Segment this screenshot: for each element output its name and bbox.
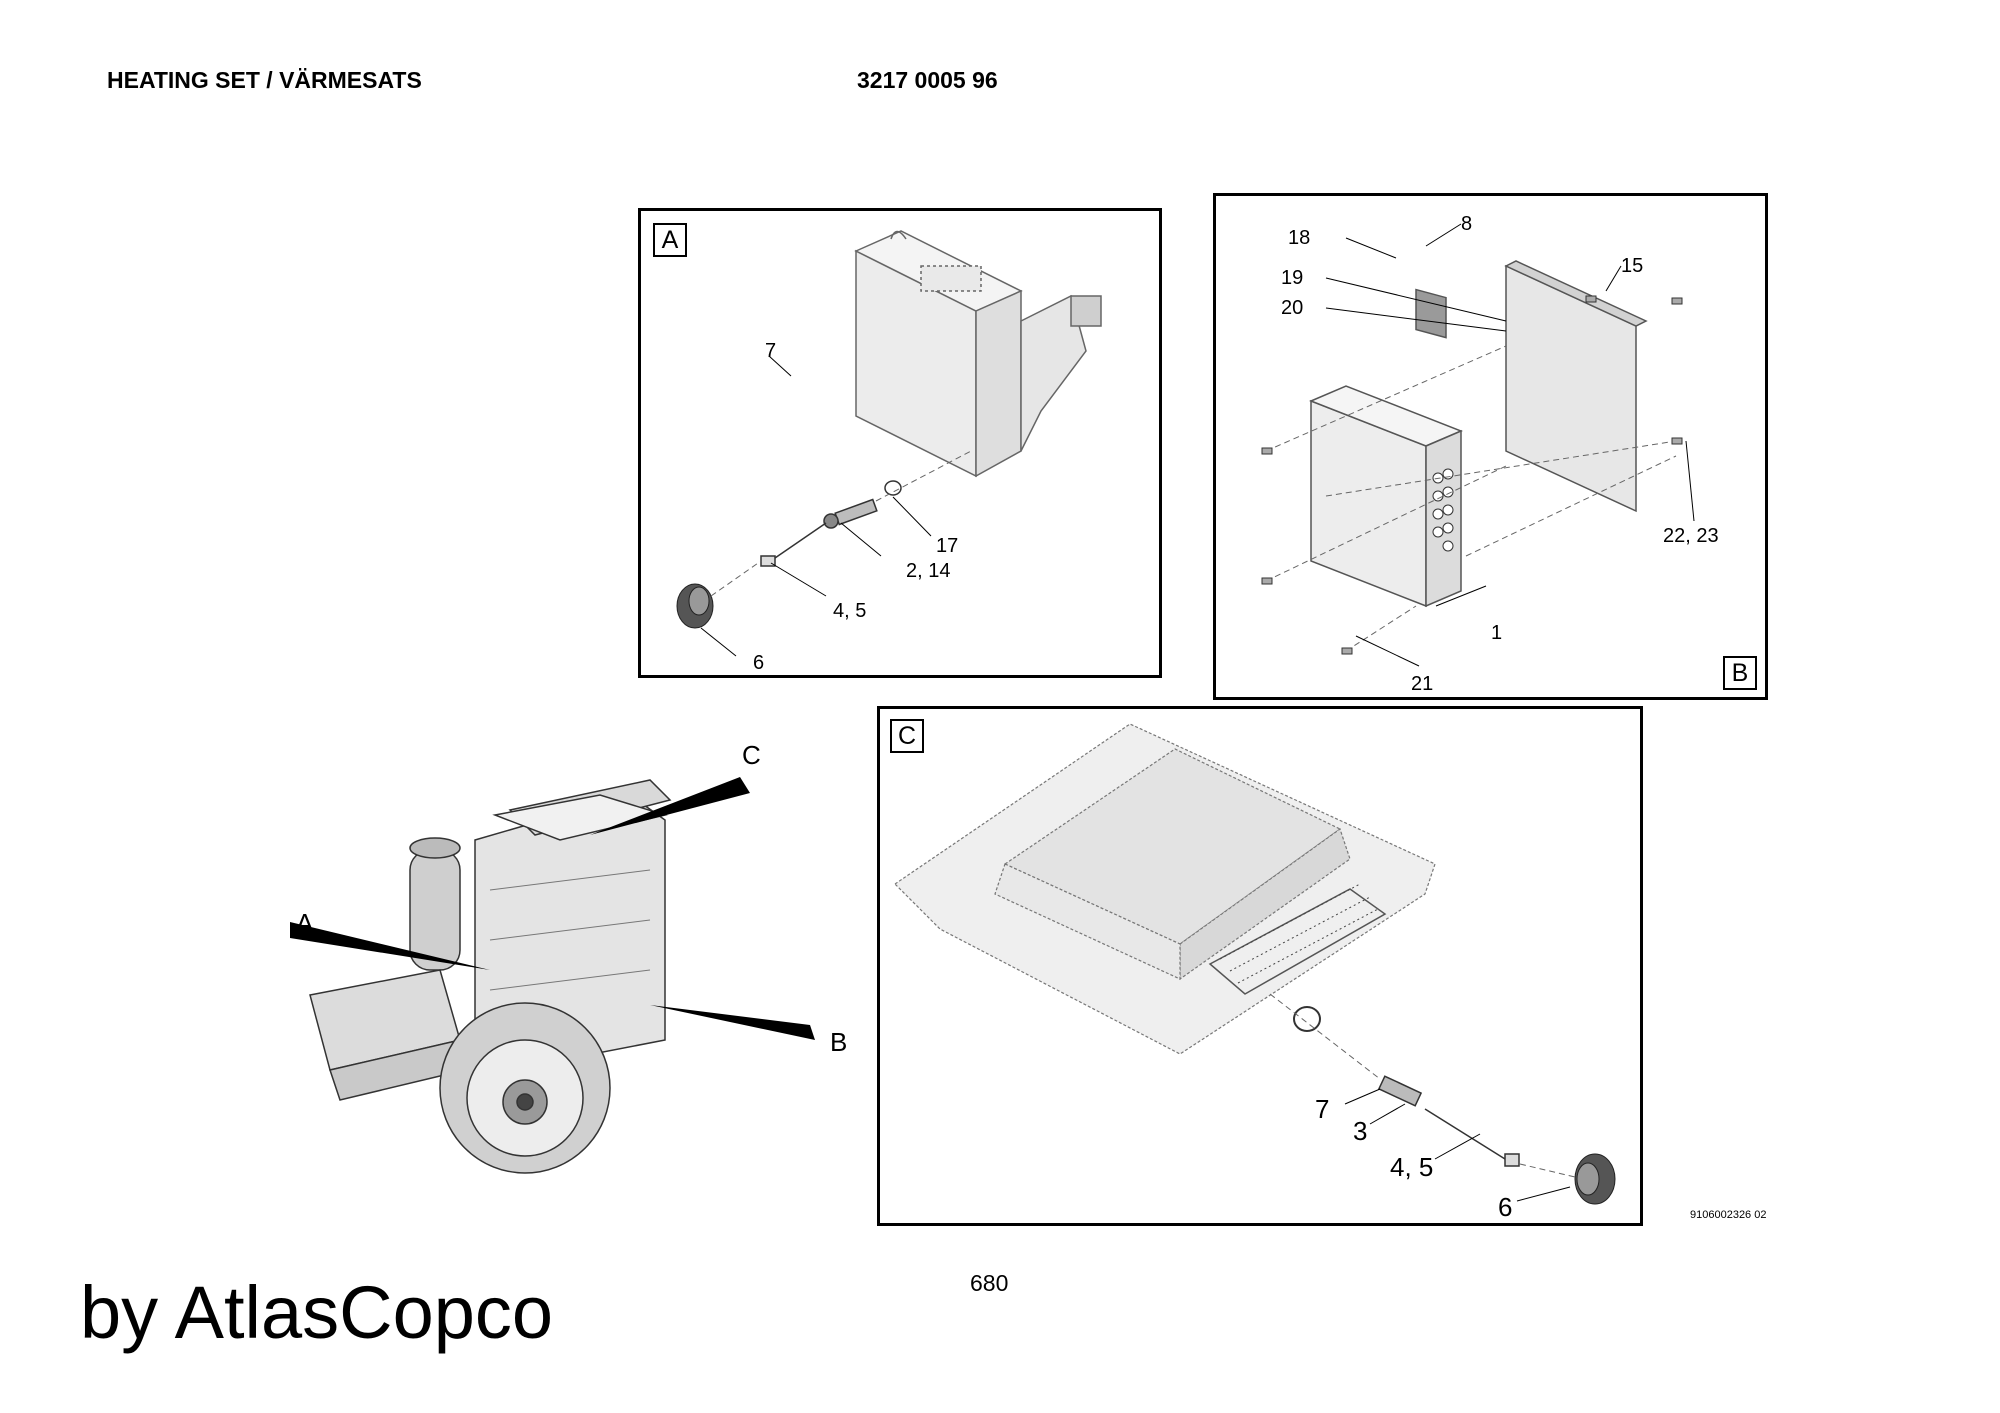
part-number: 3217 0005 96	[857, 67, 998, 93]
callout-c-3: 3	[1353, 1116, 1368, 1146]
detail-panel-b: B	[1213, 193, 1768, 700]
detail-panel-a: A	[638, 208, 1162, 678]
callout-b-20: 20	[1281, 297, 1304, 319]
overview-pointer-b: B	[830, 1027, 848, 1057]
callout-a-4-5: 4, 5	[833, 600, 867, 622]
panel-a-label: A	[653, 223, 687, 257]
callout-b-1: 1	[1491, 622, 1503, 644]
panel-b-drawing	[1261, 223, 1695, 667]
page-number: 680	[970, 1270, 1009, 1296]
panel-c-label: C	[890, 719, 924, 753]
panel-c-drawing	[894, 723, 1616, 1205]
overview-pointer-c: C	[742, 740, 761, 770]
callout-a-7: 7	[765, 340, 777, 362]
callout-a-6: 6	[753, 652, 765, 674]
document-title: HEATING SET / VÄRMESATS	[107, 67, 422, 93]
callout-a-17: 17	[936, 535, 959, 557]
panel-a-drawing	[676, 230, 1102, 657]
brand-watermark: by AtlasCopco	[80, 1271, 554, 1354]
callout-c-4-5: 4, 5	[1390, 1152, 1434, 1182]
overview-pointer-a: A	[296, 908, 314, 938]
callout-c-7: 7	[1315, 1094, 1330, 1124]
callout-b-21: 21	[1411, 673, 1434, 695]
panel-b-label: B	[1723, 656, 1757, 690]
callout-c-6: 6	[1498, 1192, 1513, 1222]
callout-b-19: 19	[1281, 267, 1304, 289]
detail-panel-c: C	[877, 706, 1643, 1226]
machine-overview-drawing	[290, 777, 815, 1174]
callout-b-18: 18	[1288, 227, 1311, 249]
drawing-number: 9106002326 02	[1690, 1209, 1767, 1221]
callout-b-15: 15	[1621, 255, 1644, 277]
callout-b-22-23: 22, 23	[1663, 525, 1719, 547]
callout-a-2-14: 2, 14	[906, 560, 951, 582]
callout-b-8: 8	[1461, 213, 1473, 235]
